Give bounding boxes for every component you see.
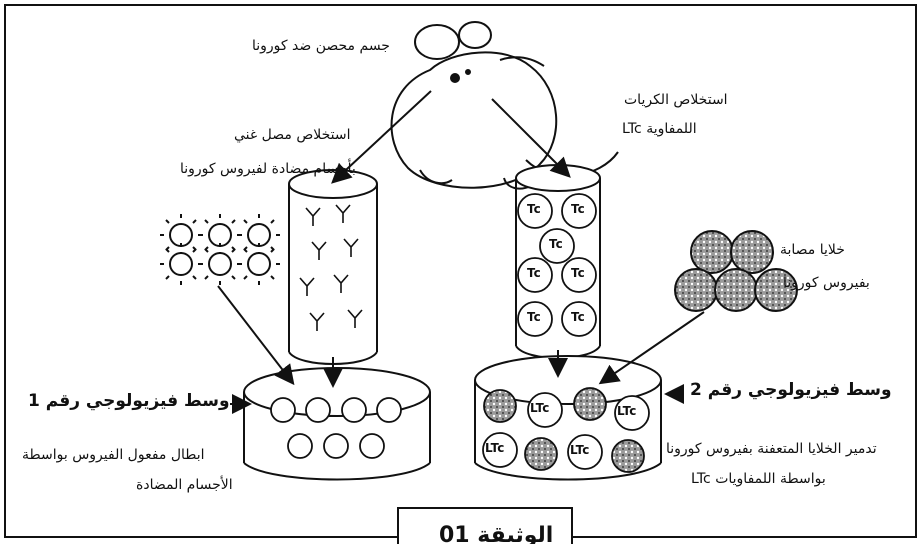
ltc-cell-label: LTc	[530, 402, 549, 416]
infected-cell-cluster	[675, 231, 797, 311]
lymphocyte-extraction-label: استخلاص الكريات	[624, 92, 728, 108]
physiological-medium-1	[244, 368, 430, 480]
mouse-label: جسم محصن ضد كورونا	[252, 38, 390, 54]
neutralization-label: ابطال مفعول الفيروس بواسطة	[22, 447, 205, 463]
tc-cell-label: Tc	[571, 311, 585, 325]
serum-extraction-sub-label: بأجسام مضادة لفيروس كورونا	[180, 161, 356, 177]
lymphocyte-extraction-sub-label: اللمفاوية LTc	[622, 121, 697, 137]
ltc-cell-label: LTc	[485, 442, 504, 456]
caption-title: الوثيقة 01	[439, 523, 553, 544]
ltc-cell-label: LTc	[570, 444, 589, 458]
mouse-illustration	[392, 22, 618, 189]
caption-box: الوثيقة 01	[397, 507, 573, 544]
medium-1-label: وسط فيزيولوجي رقم 1	[28, 392, 230, 412]
lymphocyte-cylinder	[516, 165, 600, 358]
tc-cell-label: Tc	[571, 203, 585, 217]
infected-cells-label: خلايا مصابة	[780, 242, 845, 258]
serum-extraction-label: استخلاص مصل غني	[234, 127, 351, 143]
destruction-label: تدمير الخلايا المتعفنة بفيروس كورونا	[666, 441, 877, 457]
medium-2-label: وسط فيزيولوجي رقم 2	[690, 381, 892, 401]
tc-cell-label: Tc	[527, 267, 541, 281]
neutralization-sub-label: الأجسام المضادة	[136, 477, 233, 493]
ltc-cell-label: LTc	[617, 405, 636, 419]
virus-cluster	[160, 214, 280, 285]
destruction-sub-label: بواسطة اللمفاويات LTc	[691, 471, 826, 487]
tc-cell-label: Tc	[527, 311, 541, 325]
antibody-symbols	[300, 205, 362, 331]
tc-cell-label: Tc	[549, 238, 563, 252]
infected-cells-sub-label: بفيروس كورونا	[783, 275, 870, 291]
tc-cell-label: Tc	[527, 203, 541, 217]
tc-cell-label: Tc	[571, 267, 585, 281]
serum-cylinder	[289, 170, 377, 364]
